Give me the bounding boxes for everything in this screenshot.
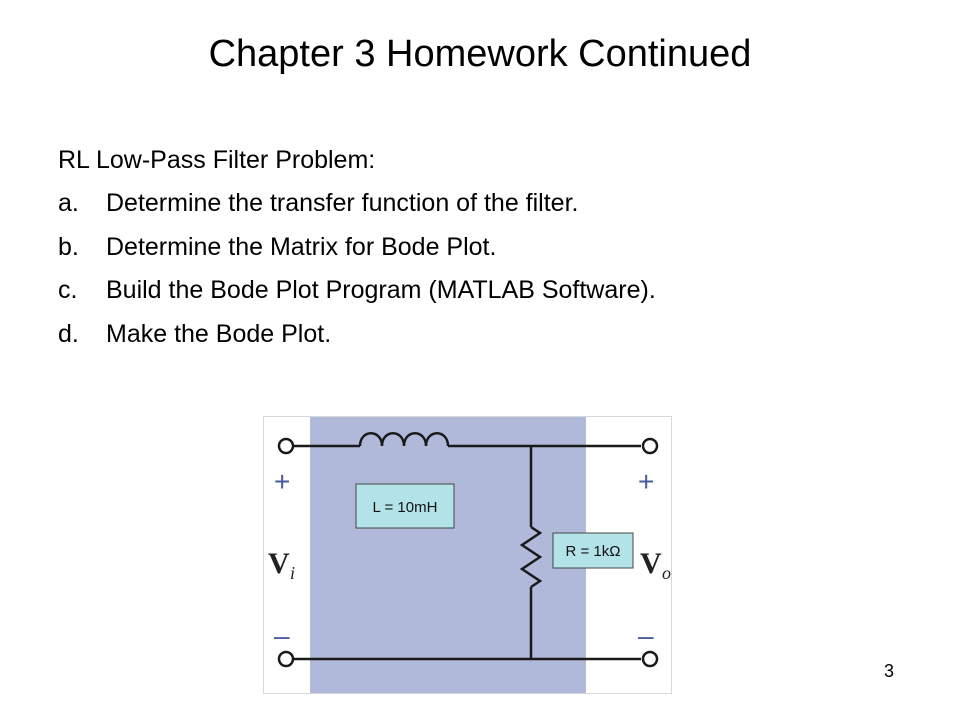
input-voltage-subscript: i (290, 563, 295, 583)
resistor-zigzag (519, 525, 543, 589)
output-voltage-subscript: o (662, 563, 671, 583)
voltage-labels: V i V o (268, 547, 671, 583)
resistor-label: R = 1kΩ (566, 543, 621, 560)
output-plus-sign: + (638, 466, 654, 497)
output-minus-sign: – (638, 620, 654, 651)
input-terminal-bottom (277, 650, 295, 668)
task-item-b: b. Determine the Matrix for Bode Plot. (58, 226, 656, 270)
output-terminal-bottom (641, 650, 659, 668)
circuit-svg: + – + – V i V o L = 10mH R = 1kΩ (268, 417, 671, 693)
page-number: 3 (884, 661, 895, 681)
task-text: Build the Bode Plot Program (MATLAB Soft… (106, 276, 656, 304)
output-terminal-top (641, 437, 659, 455)
input-plus-sign: + (274, 466, 290, 497)
polarity-signs: + – + – (274, 466, 654, 651)
input-terminal-top (277, 437, 295, 455)
input-minus-sign: – (274, 620, 290, 651)
output-voltage-label: V (640, 547, 662, 580)
task-item-d: d. Make the Bode Plot. (58, 313, 656, 357)
task-marker: d. (58, 319, 79, 348)
circuit-diagram: + – + – V i V o L = 10mH R = 1kΩ (263, 416, 672, 694)
filter-region (310, 417, 586, 693)
task-marker: c. (58, 276, 78, 304)
terminals (277, 437, 659, 668)
task-marker: b. (58, 232, 79, 261)
input-voltage-label: V (268, 547, 290, 580)
task-item-c: c. Build the Bode Plot Program (MATLAB S… (58, 269, 656, 313)
resistor-label-box (552, 532, 634, 569)
task-text: Determine the Matrix for Bode Plot. (106, 232, 497, 261)
inductor-label-box (355, 483, 455, 529)
inductor-label: L = 10mH (373, 499, 438, 516)
task-text: Determine the transfer function of the f… (106, 189, 579, 217)
task-text: Make the Bode Plot. (106, 319, 332, 348)
circuit-wires (294, 432, 641, 661)
slide-title: Chapter 3 Homework Continued (208, 33, 752, 75)
inductor-coil (358, 432, 450, 447)
task-item-a: a. Determine the transfer function of th… (58, 182, 656, 226)
problem-heading: RL Low-Pass Filter Problem: (58, 146, 376, 174)
task-marker: a. (58, 189, 79, 217)
task-list: a. Determine the transfer function of th… (58, 182, 656, 356)
